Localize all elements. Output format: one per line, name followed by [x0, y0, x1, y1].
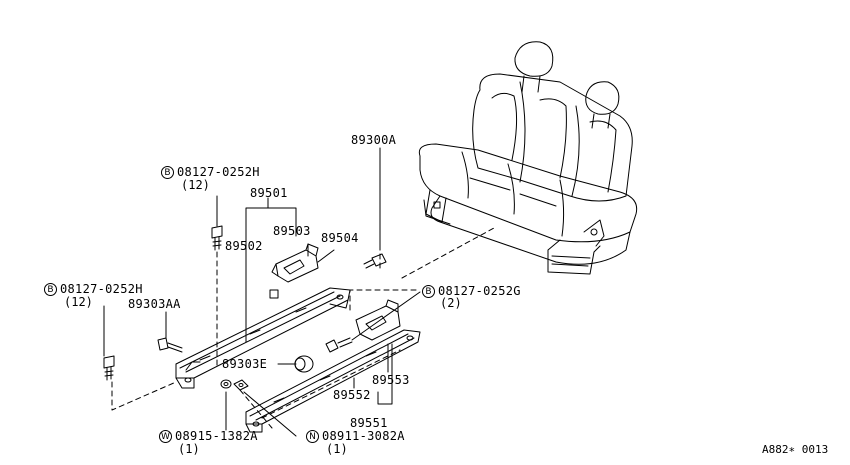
part-label-08915-1382A: 08915-1382A — [175, 429, 258, 443]
bolt-89303AA — [157, 337, 183, 353]
seat-rail-89502 — [175, 287, 351, 389]
diagram-reference-code: A882∗ 0013 — [762, 443, 829, 456]
lock-bracket-89553 — [355, 299, 401, 341]
qty-label-08915-1382A: (1) — [178, 442, 200, 456]
bolt-08127-0252G — [325, 337, 353, 353]
part-label-08127-0252G: 08127-0252G — [438, 284, 521, 298]
part-label-89300A: 89300A — [351, 133, 397, 147]
bolt-top — [211, 225, 223, 251]
bolt-89300A — [363, 253, 387, 269]
part-label-08127-0252H-top: 08127-0252H — [177, 165, 260, 179]
lock-bracket-89503 — [271, 243, 319, 283]
qty-label-08127-0252G: (2) — [440, 296, 462, 310]
part-label-89551: 89551 — [350, 416, 388, 430]
assembly-dashed-lines — [111, 149, 495, 429]
bench-seat-illustration — [418, 41, 638, 275]
badge-n-icon: N — [306, 430, 319, 443]
qty-label-08127-0252H-left: (12) — [64, 295, 93, 309]
qty-label-08127-0252H-top: (12) — [181, 178, 210, 192]
leader-lines — [103, 147, 421, 437]
part-label-89552: 89552 — [333, 388, 371, 402]
badge-w-icon: W — [159, 430, 172, 443]
knob-89303E — [294, 355, 314, 373]
pad-89504 — [269, 289, 279, 299]
part-label-89303E: 89303E — [222, 357, 268, 371]
part-label-89503: 89503 — [273, 224, 311, 238]
qty-label-08911-3082A: (1) — [326, 442, 348, 456]
bolt-left — [103, 355, 115, 381]
badge-b-icon: B — [422, 285, 435, 298]
part-label-08127-0252H-left: 08127-0252H — [60, 282, 143, 296]
badge-b-icon: B — [161, 166, 174, 179]
part-label-89501: 89501 — [250, 186, 288, 200]
badge-b-icon: B — [44, 283, 57, 296]
washer-08915 — [220, 379, 232, 389]
part-label-89502: 89502 — [225, 239, 263, 253]
nut-08911 — [233, 379, 249, 391]
part-label-08911-3082A: 08911-3082A — [322, 429, 405, 443]
part-label-89553: 89553 — [372, 373, 410, 387]
part-label-89303AA: 89303AA — [128, 297, 181, 311]
part-label-89504: 89504 — [321, 231, 359, 245]
